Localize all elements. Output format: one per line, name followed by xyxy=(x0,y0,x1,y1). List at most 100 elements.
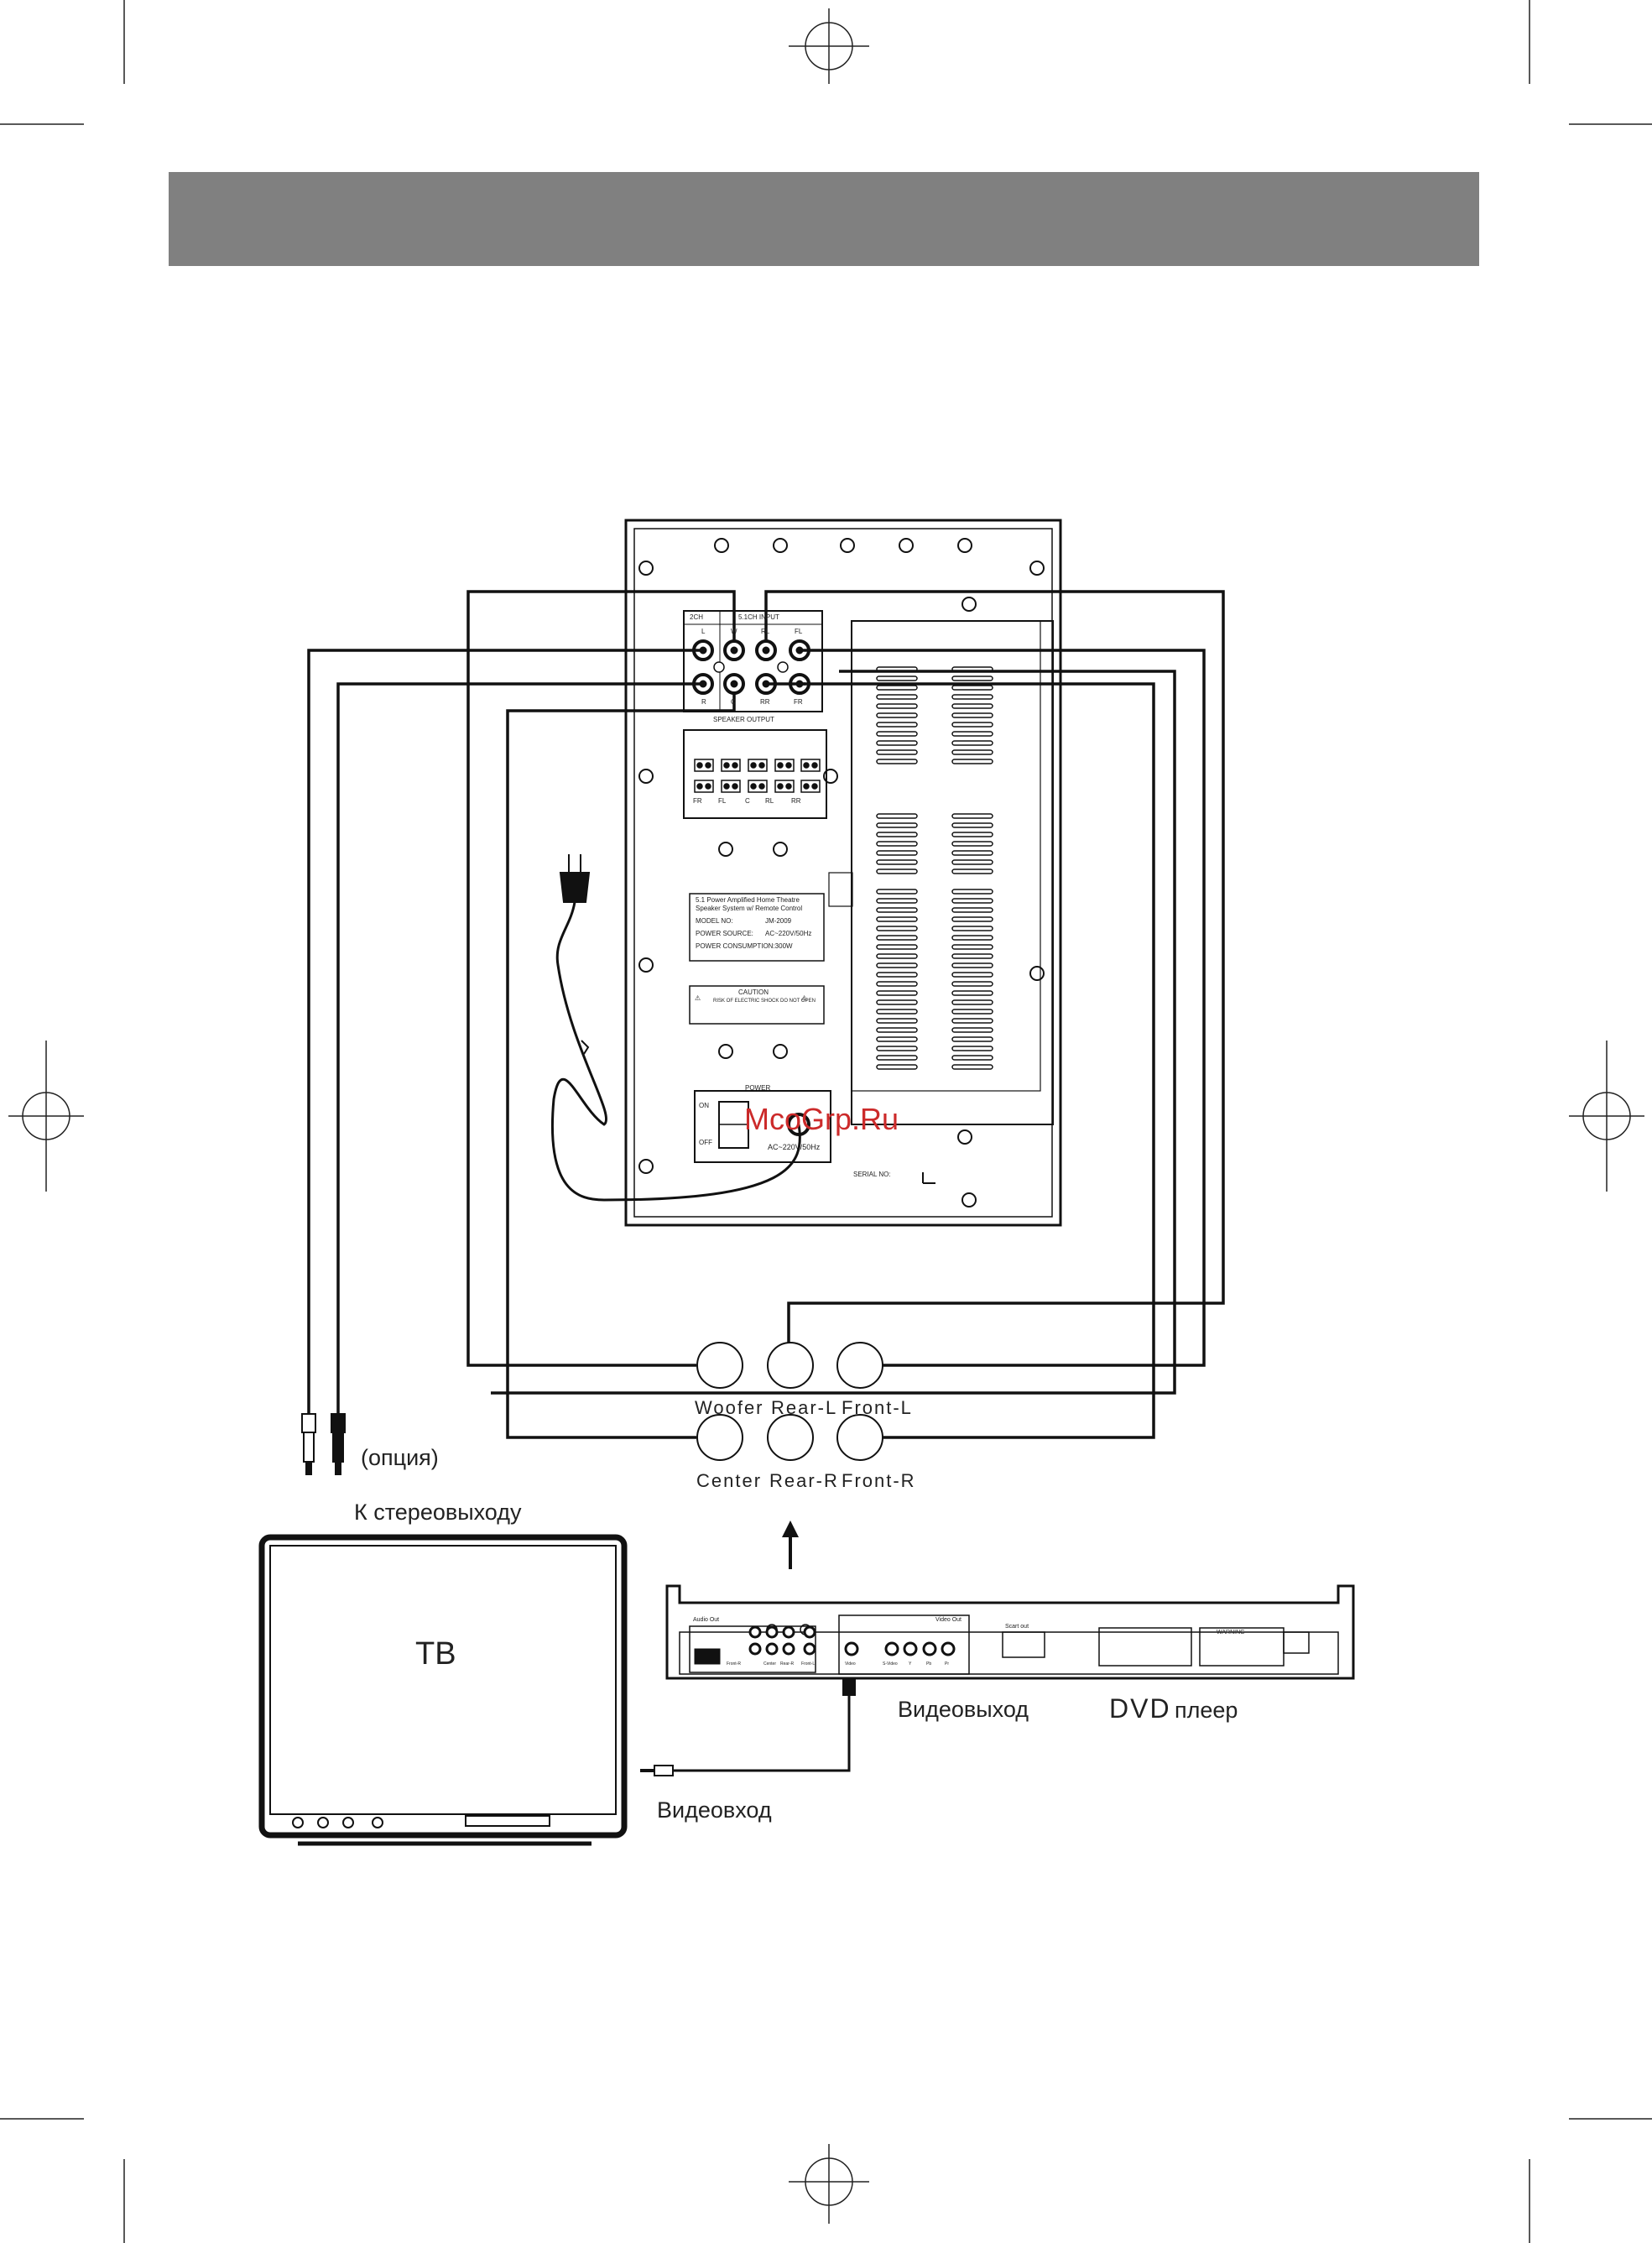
tv-illustration xyxy=(258,1534,628,1846)
terminal-post xyxy=(723,783,730,790)
vent-slot xyxy=(951,731,993,737)
rear-r-jack xyxy=(767,1414,814,1461)
vent-slot xyxy=(876,1036,918,1042)
vent-slot xyxy=(876,722,918,728)
subwoofer-back-panel xyxy=(624,519,1062,1227)
dvd-brand: DVD xyxy=(1109,1693,1171,1724)
front-r-jack xyxy=(836,1414,883,1461)
vent-slot xyxy=(951,981,993,987)
vent-slot xyxy=(876,869,918,874)
dvd-jack-svideo: S-Video xyxy=(883,1661,898,1667)
vent-slot xyxy=(951,676,993,681)
dvd-jack-front-l: Front-L xyxy=(801,1661,816,1667)
vent-slot xyxy=(951,740,993,746)
dvd-jack-video: Video xyxy=(845,1661,856,1667)
tv-label: ТВ xyxy=(415,1636,456,1672)
vent-slot xyxy=(951,1064,993,1070)
terminal-post xyxy=(758,762,765,769)
vent-slot xyxy=(951,972,993,978)
vent-slot xyxy=(876,832,918,837)
terminal-post xyxy=(785,783,792,790)
terminal-post xyxy=(758,783,765,790)
input-51-header: 5.1CH INPUT xyxy=(738,613,779,621)
vent-slot xyxy=(876,898,918,904)
vent-slot xyxy=(876,740,918,746)
vent-slot xyxy=(876,703,918,709)
woofer-jack xyxy=(696,1342,743,1389)
front-r-label: Front-R xyxy=(842,1470,916,1491)
rating-model-value: JM-2009 xyxy=(765,917,792,925)
rear-r-label: Rear-R xyxy=(769,1470,839,1491)
terminal-post xyxy=(732,762,738,769)
vent-slot xyxy=(876,1009,918,1015)
vent-slot xyxy=(951,1018,993,1024)
terminal-post xyxy=(750,762,757,769)
vent-slot xyxy=(951,694,993,700)
power-rating: AC~220V/50Hz xyxy=(768,1143,821,1151)
video-in-label: Видеовход xyxy=(657,1797,772,1823)
vent-slot xyxy=(951,832,993,837)
center-jack xyxy=(696,1414,743,1461)
terminal-post xyxy=(811,762,818,769)
vent-slot xyxy=(876,694,918,700)
vent-slot xyxy=(876,962,918,968)
vent-slot xyxy=(876,907,918,913)
input-label-fr: FR xyxy=(794,698,803,706)
connection-wires xyxy=(307,590,1225,1439)
vent-slot xyxy=(876,841,918,847)
caution-text: RISK OF ELECTRIC SHOCK DO NOT OPEN xyxy=(713,999,816,1004)
vent-slot xyxy=(876,731,918,737)
rating-line-2: Speaker System w/ Remote Control xyxy=(696,905,803,912)
dvd-player-rear xyxy=(665,1584,1355,1680)
vent-slot xyxy=(951,685,993,691)
vent-slot xyxy=(951,953,993,959)
to-stereo-label: К стереовыходу xyxy=(354,1500,522,1525)
terminal-post xyxy=(705,783,711,790)
speaker-output-title: SPEAKER OUTPUT xyxy=(713,716,774,723)
caution-left-icon: ⚠ xyxy=(695,994,701,1002)
spk-label-rl: RL xyxy=(765,797,774,805)
input-label-fl: FL xyxy=(795,628,803,635)
vent-slot xyxy=(876,1027,918,1033)
vent-slot xyxy=(876,1064,918,1070)
vent-slot xyxy=(876,972,918,978)
power-plug xyxy=(559,854,591,1055)
vent-slot xyxy=(951,749,993,755)
vent-slot xyxy=(876,981,918,987)
vent-slot xyxy=(951,944,993,950)
input-label-rr: RR xyxy=(760,698,770,706)
rating-source-value: AC~220V/50Hz xyxy=(765,930,812,937)
input-label-r: R xyxy=(701,698,706,706)
arrow-up-icon xyxy=(782,1521,799,1569)
input-label-w: W xyxy=(731,628,737,635)
spk-label-fl: FL xyxy=(718,797,727,805)
dvd-jack-front-r: Front-R xyxy=(727,1661,741,1667)
terminal-post xyxy=(723,762,730,769)
dvd-audio-out: Audio Out xyxy=(693,1617,720,1623)
rating-model-label: MODEL NO: xyxy=(696,917,733,925)
vent-slot xyxy=(876,944,918,950)
terminal-post xyxy=(777,762,784,769)
option-label: (опция) xyxy=(361,1445,439,1470)
vent-slot xyxy=(876,850,918,856)
power-title: POWER xyxy=(745,1084,771,1092)
vent-slot xyxy=(951,898,993,904)
vent-slot xyxy=(876,1055,918,1061)
vent-slot xyxy=(876,889,918,895)
dvd-jack-center: Center xyxy=(763,1661,777,1667)
vent-slot xyxy=(876,859,918,865)
header-bar xyxy=(169,172,1479,266)
dvd-jacks xyxy=(748,1625,956,1656)
vent-slot xyxy=(876,759,918,764)
rating-consumption: POWER CONSUMPTION:300W xyxy=(696,942,793,950)
vent-slot xyxy=(951,1027,993,1033)
vent-slot xyxy=(951,703,993,709)
input-label-c: C xyxy=(731,698,736,706)
vent-slot xyxy=(876,676,918,681)
dvd-video-out: Video Out xyxy=(935,1617,962,1623)
heatsink-vents xyxy=(876,666,993,1070)
vent-slot xyxy=(876,822,918,828)
terminal-post xyxy=(811,783,818,790)
vent-slot xyxy=(951,1009,993,1015)
